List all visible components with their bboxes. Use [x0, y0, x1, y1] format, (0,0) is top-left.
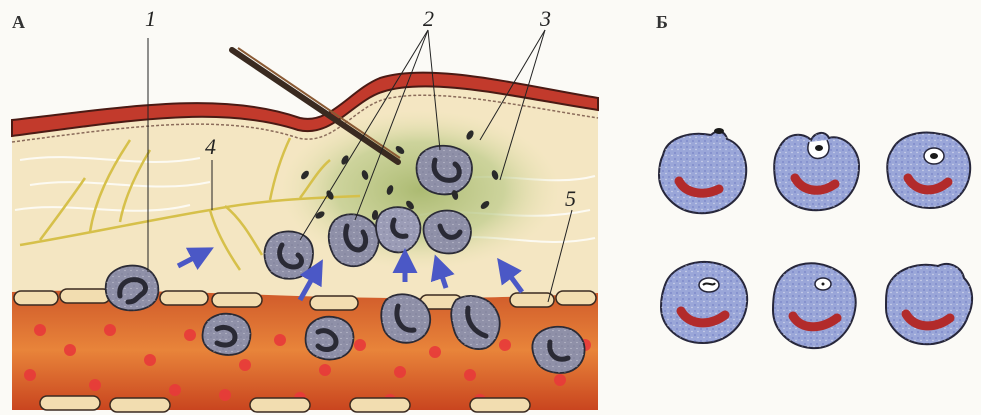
phagocyte — [417, 146, 472, 195]
phagocytosis-stage-3 — [887, 133, 970, 208]
phagocytosis-stage-6 — [886, 264, 972, 344]
callout-4: 4 — [205, 134, 216, 159]
panel-a: А 1 2 3 4 5 — [12, 6, 598, 412]
callout-3: 3 — [539, 6, 551, 31]
infection-focus — [280, 110, 560, 270]
blood-vessel — [12, 289, 598, 412]
callout-1: 1 — [145, 6, 156, 31]
phagocyte — [306, 317, 354, 360]
callout-2: 2 — [423, 6, 434, 31]
phagocyte — [265, 231, 313, 278]
phagocyte — [203, 314, 251, 355]
panel-b: Б — [656, 12, 972, 348]
phagocytosis-stage-1 — [659, 128, 746, 213]
panel-b-letter: Б — [656, 12, 668, 32]
phagocyte — [376, 207, 420, 252]
phagocytosis-stage-4 — [661, 262, 747, 343]
phagocyte — [106, 266, 159, 311]
phagocyte — [532, 327, 584, 373]
phagocyte — [424, 211, 471, 254]
panel-a-letter: А — [12, 12, 25, 32]
phagocyte — [329, 214, 379, 266]
phagocyte — [381, 294, 430, 342]
callout-5: 5 — [565, 186, 576, 211]
phagocytosis-stage-2 — [774, 133, 859, 210]
phagocytosis-stage-5 — [773, 263, 856, 348]
